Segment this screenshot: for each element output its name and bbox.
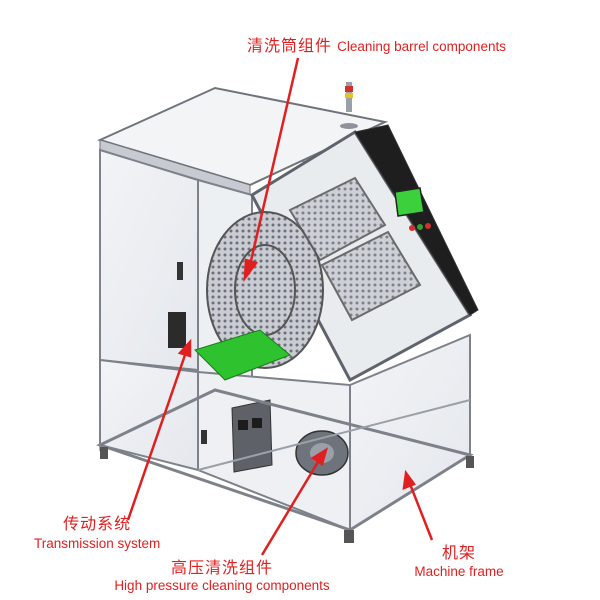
label-transmission-system-zh: 传动系统	[63, 514, 132, 533]
label-cleaning-barrel: 清洗筒组件 Cleaning barrel components	[247, 38, 506, 54]
label-transmission-system: 传动系统 Transmission system	[34, 516, 160, 551]
arrowhead-high-pressure	[310, 447, 329, 466]
arrow-high-pressure	[260, 461, 320, 556]
label-high-pressure-cleaning-zh: 高压清洗组件	[170, 558, 273, 577]
arrowhead-transmission	[177, 338, 192, 358]
arrow-frame	[408, 483, 434, 541]
arrow-transmission	[126, 354, 187, 521]
label-cleaning-barrel-zh: 清洗筒组件	[247, 36, 333, 55]
label-machine-frame-en: Machine frame	[414, 564, 504, 579]
label-cleaning-barrel-en: Cleaning barrel components	[337, 39, 506, 54]
arrowhead-barrel	[243, 258, 259, 283]
arrow-barrel	[248, 57, 300, 266]
label-high-pressure-cleaning-en: High pressure cleaning components	[114, 578, 330, 593]
label-transmission-system-en: Transmission system	[34, 536, 161, 551]
arrowhead-frame	[402, 469, 416, 490]
label-machine-frame: 机架 Machine frame	[390, 545, 528, 579]
label-machine-frame-zh: 机架	[441, 543, 476, 562]
annotation-arrows	[126, 57, 434, 556]
label-high-pressure-cleaning: 高压清洗组件 High pressure cleaning components	[92, 560, 352, 593]
machine-frame-structure	[96, 82, 479, 543]
